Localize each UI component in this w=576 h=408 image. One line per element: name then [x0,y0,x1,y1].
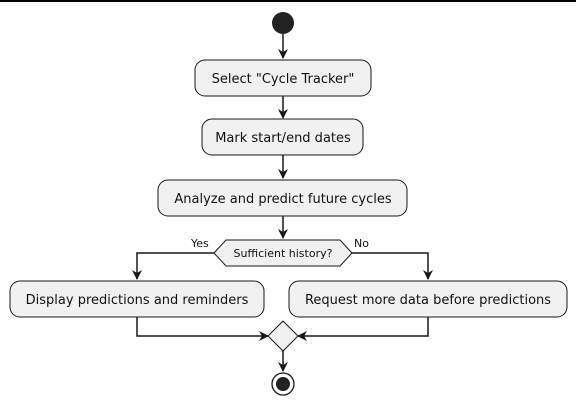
activity-label-select-cycle-tracker: Select "Cycle Tracker" [212,72,355,87]
yes-branch-label: Yes [190,237,209,250]
activity-display-predictions: Display predictions and reminders [9,280,265,318]
edge-request-to-merge [297,316,429,341]
edge-display-to-merge [136,316,269,341]
end-node [271,372,295,396]
merge-node [267,320,299,352]
edge-no-branch [350,252,433,280]
activity-label-request-more-data: Request more data before predictions [305,293,551,308]
activity-label-mark-dates: Mark start/end dates [215,131,351,146]
activity-select-cycle-tracker: Select "Cycle Tracker" [194,59,372,97]
decision-label: Sufficient history? [234,247,333,260]
start-node [272,12,294,34]
activity-request-more-data: Request more data before predictions [288,280,568,318]
activity-analyze-predict: Analyze and predict future cycles [157,179,408,217]
edge-yes-branch [132,252,214,280]
activity-mark-dates: Mark start/end dates [201,118,364,156]
activity-label-display-predictions: Display predictions and reminders [26,293,249,308]
top-border [0,0,576,2]
decision-node: Sufficient history? [213,239,353,267]
no-branch-label: No [354,237,369,250]
activity-label-analyze-predict: Analyze and predict future cycles [174,192,391,207]
